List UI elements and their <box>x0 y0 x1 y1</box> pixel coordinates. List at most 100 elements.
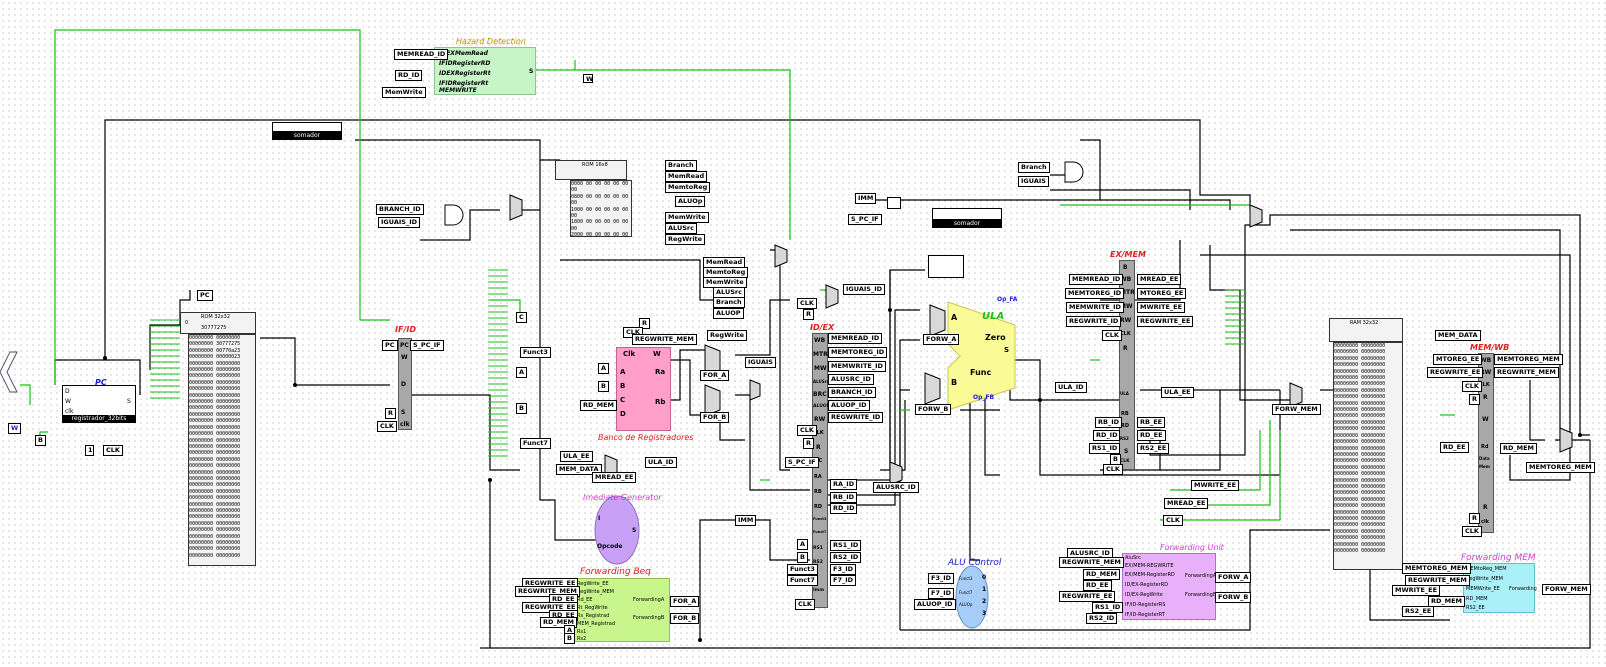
ram-row: 00000000 00000000 <box>1334 471 1386 478</box>
fwd-mem-in: RS2_EE <box>1402 606 1435 617</box>
idex-in-r-top: R <box>803 438 815 449</box>
fwd-beq-out-for-a: FOR_A <box>670 596 700 607</box>
fwd-unit-in: REGWRITE_EE <box>1059 591 1116 602</box>
idex-in-a: A <box>797 539 809 550</box>
hazard-pin: IFIDRegisterRt <box>439 80 489 87</box>
rom-main-addr: 0 <box>185 320 189 326</box>
ram-row: 00000000 00000000 <box>1334 413 1386 420</box>
ula-pin-s: S <box>1004 346 1010 354</box>
for-b-label: FOR_B <box>700 412 730 423</box>
branch-and-in-iguais: IGUAIS <box>1018 176 1049 187</box>
memwb-out-memtoreg-mem-2: MEMTOREG_MEM <box>1526 462 1595 473</box>
fwd-mem-pin: RD_MEM <box>1466 596 1488 602</box>
idex-pin: RS1 <box>813 546 823 551</box>
rom-row: 00000000 00000000 <box>189 469 241 476</box>
ram-row: 00000000 00000000 <box>1334 400 1386 407</box>
ifid-pc-out: S_PC_IF <box>410 340 444 351</box>
memwb-out-memtoreg-mem: MEMTOREG_MEM <box>1494 354 1563 365</box>
idex-out-regwrite-id: REGWRITE_ID <box>828 412 884 423</box>
ram-row: 00000000 00000000 <box>1334 464 1386 471</box>
hazard-pin: IFIDRegisterRD <box>439 60 491 67</box>
rom-row: 00000000 00000000 <box>189 443 241 450</box>
memwb-in-r-bottom: R <box>1469 513 1481 524</box>
memwb-in-rd-ee: RD_EE <box>1440 442 1469 453</box>
somador-1-bar: somador <box>272 132 342 140</box>
fwd-unit-pin: EX/MEM-RegisterRD <box>1125 572 1175 578</box>
idex-in-b: B <box>797 552 808 563</box>
idex-in-funct7: Funct7 <box>787 575 818 586</box>
exmem-in: REGWRITE_ID <box>1066 316 1122 327</box>
control-rom-title: ROM 16x8 <box>582 162 608 168</box>
rom-row: 00000000 00000000 <box>189 463 241 470</box>
exmem-out: MREAD_EE <box>1137 274 1182 285</box>
idex-pin: RW <box>814 416 826 423</box>
branch-input-branch-id: BRANCH_ID <box>376 204 424 215</box>
mem-mux-sel: MREAD_EE <box>592 472 637 483</box>
ram-row: 00000000 00000000 <box>1334 451 1386 458</box>
branch-input-iguais-id: IGUAIS_ID <box>378 217 421 228</box>
ula-op-b: Op_FB <box>973 394 995 401</box>
rom-row: 00000000 00000000 <box>189 367 241 374</box>
somador-2-bar: somador <box>932 220 1002 228</box>
ifid-pin: W <box>401 354 408 361</box>
ram-row: 00000000 00000000 <box>1334 362 1386 369</box>
rom-row: 00000000 00000000 <box>189 450 241 457</box>
aluctrl-pin: ALUOp <box>959 602 973 607</box>
mem-forw-mem: FORW_MEM <box>1272 404 1321 415</box>
memwb-pin: CLK <box>1479 382 1490 388</box>
control-rom-row: 1800 00 00 00 00 00 00 <box>571 219 629 232</box>
control-out-memwrite: MemWrite <box>665 212 709 223</box>
pc-input-b: B <box>35 435 46 446</box>
memwb-pin: R <box>1483 504 1488 511</box>
idex-pin: PC <box>815 458 823 464</box>
ram-row: 00000000 00000000 <box>1334 490 1386 497</box>
ram-row: 00000000 00000000 <box>1334 548 1386 554</box>
ram-title: RAM 32x32 <box>1350 320 1379 326</box>
somador-1-block <box>272 122 342 132</box>
fwd-unit-pin: IF/ID-RegisterRS <box>1125 602 1166 608</box>
memwb-title: MEM/WB <box>1470 343 1510 352</box>
regbank-pin: Ra <box>655 368 666 376</box>
top-s-pc-if: S_PC_IF <box>848 214 882 225</box>
exmem-title: EX/MEM <box>1110 250 1146 259</box>
ram-row: 00000000 00000000 <box>1334 394 1386 401</box>
ram-row: 00000000 00000000 <box>1334 477 1386 484</box>
fwd-mem-title: Forwarding MEM <box>1461 553 1536 563</box>
ram-row: 00000000 00000000 <box>1334 528 1386 535</box>
ifid-pin: clk <box>400 421 410 428</box>
ifid-clk-input: CLK <box>377 421 397 432</box>
ula-pin-zero: Zero <box>985 333 1006 342</box>
aluctrl-pin: Funct3 <box>959 576 973 581</box>
pc-pin: D <box>65 388 70 395</box>
ula-out-label: ULA_ID <box>1055 382 1087 393</box>
ram-row: 00000000 00000000 <box>1334 483 1386 490</box>
exmem-out: RD_EE <box>1137 430 1166 441</box>
ula-op-a: Op_FA <box>997 296 1018 303</box>
fwd-mem-pin: MEMWrite_EE <box>1466 586 1500 592</box>
rom-row: 00000000 00000000 <box>189 431 241 438</box>
control-out-branch: Branch <box>665 160 697 171</box>
idex-sig-regwrite: RegWrite <box>707 330 748 341</box>
ifid-r-input: R <box>385 408 397 419</box>
exmem-out: RB_EE <box>1137 417 1166 428</box>
fwd-unit-in: RD_MEM <box>1083 569 1121 580</box>
fwd-beq-pin: RegWrite_MEM <box>577 589 614 595</box>
fwd-beq-pin: MEM_Registrad <box>577 621 616 627</box>
rom-row: 00000000 00000000 <box>189 495 241 502</box>
ram-row: 00000000 00000000 <box>1334 432 1386 439</box>
ifid-pin: S <box>401 409 406 416</box>
idex-out-rb-id: RB_ID <box>830 492 858 503</box>
ula-top-selector <box>928 255 964 278</box>
rom-row: 00000000 00000000 <box>189 360 241 367</box>
memwb-out-regwrite-mem: REGWRITE_MEM <box>1494 367 1559 378</box>
ram-row: 00000000 00000000 <box>1334 426 1386 433</box>
idex-iguais-id: IGUAIS_ID <box>843 284 886 295</box>
ula-title: ULA <box>982 311 1005 322</box>
aluctrl-out: 3 <box>982 610 987 617</box>
shift-block <box>887 197 901 209</box>
aluctrl-out: 1 <box>982 586 987 593</box>
